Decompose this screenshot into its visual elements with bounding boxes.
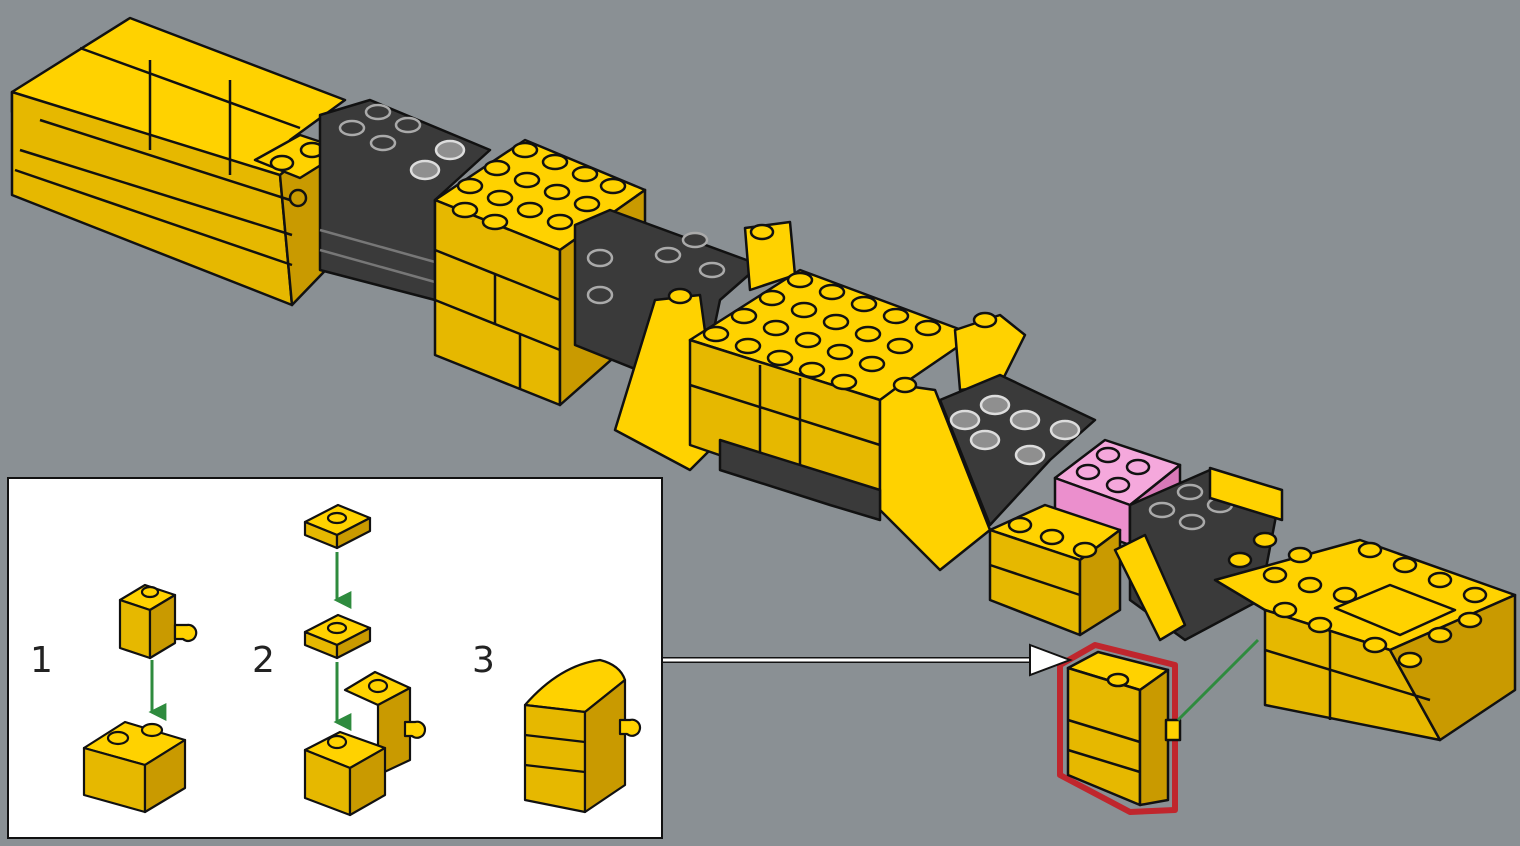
inset-panel: 1 2 <box>8 478 662 838</box>
step-number-1: 1 <box>30 640 53 681</box>
step-number-3: 3 <box>472 640 495 681</box>
green-connector-arrow <box>1178 640 1258 720</box>
callout-part <box>1060 645 1180 812</box>
left-yellow-block <box>12 18 345 305</box>
step-number-2: 2 <box>252 640 275 681</box>
white-arrow-icon <box>662 645 1070 675</box>
